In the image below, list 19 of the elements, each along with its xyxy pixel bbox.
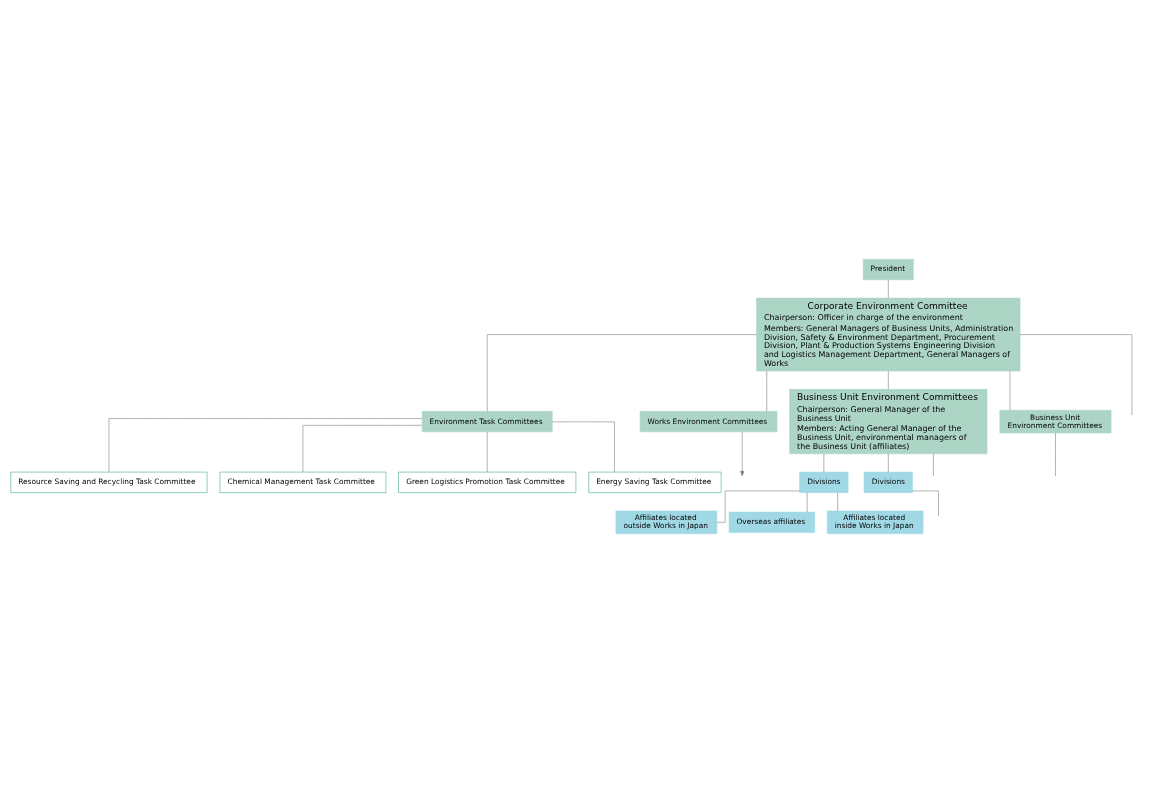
connector (912, 490, 939, 517)
connector (888, 279, 889, 299)
connector (888, 453, 889, 473)
connector (552, 421, 615, 473)
connector (486, 431, 488, 473)
connector (1055, 432, 1056, 477)
connector (486, 334, 757, 412)
connector (766, 370, 768, 412)
connector (888, 370, 889, 390)
connector (823, 453, 825, 473)
connector (108, 418, 423, 473)
arrow (740, 431, 745, 477)
connector (837, 492, 838, 512)
connector (806, 492, 808, 513)
connector (1009, 370, 1011, 411)
connector (933, 453, 934, 477)
connector (1020, 334, 1133, 416)
connector (716, 490, 800, 523)
connector (302, 425, 423, 473)
